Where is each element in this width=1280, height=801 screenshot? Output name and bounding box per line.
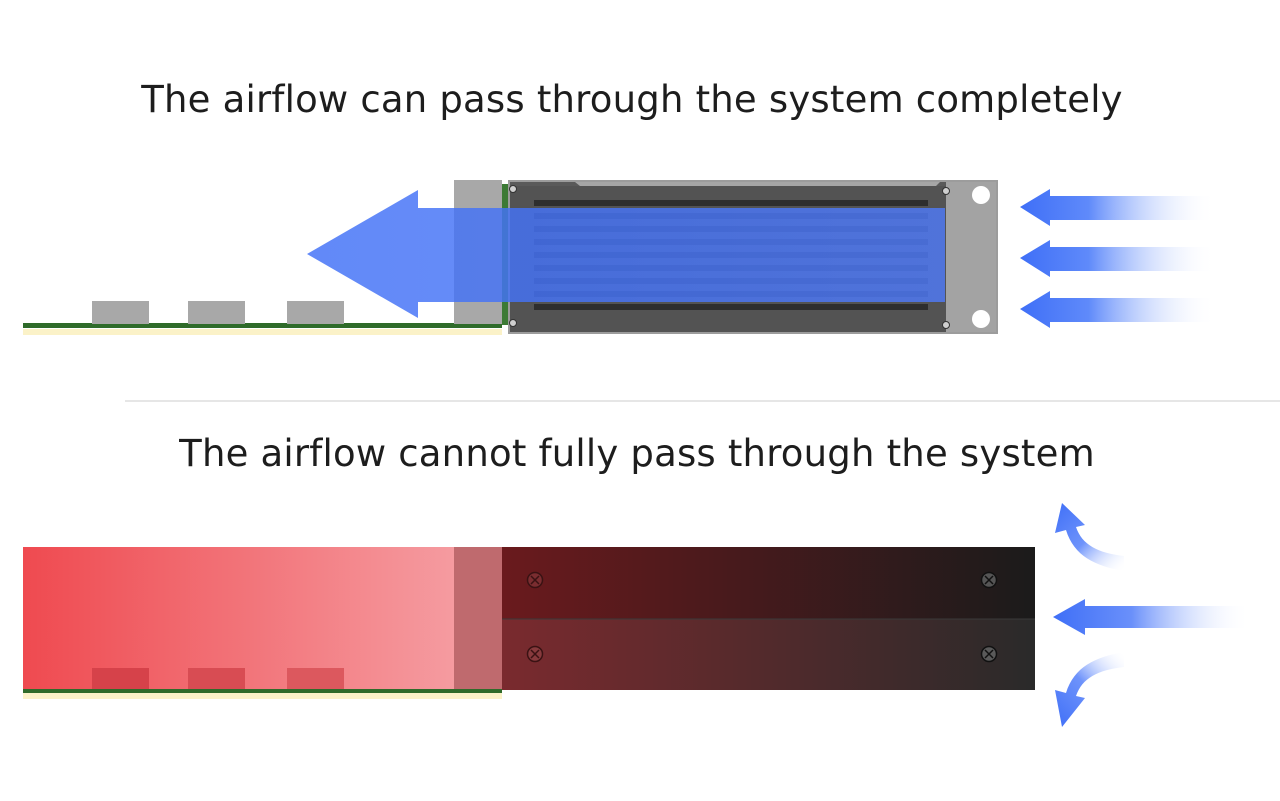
bottom-screw-1 [526,571,544,589]
top-pcb-trace [23,323,502,328]
top-mount-hole-2 [972,310,990,328]
top-chip-1 [92,301,149,324]
bottom-pcb-trace [23,689,502,693]
top-inflow-arrow-3 [1020,291,1216,328]
top-inflow-arrow-1 [1020,189,1216,226]
bottom-blocked-arrow [1053,599,1250,635]
bottom-heatsink [502,547,1035,690]
top-diagram-title: The airflow can pass through the system … [141,78,1123,121]
bottom-heat-zone [23,547,454,690]
bottom-connector-block [454,547,502,690]
bottom-chip-2 [188,668,245,690]
top-inflow-arrow-2 [1020,240,1216,277]
top-pcb-board [23,329,502,335]
top-chip-3 [287,301,344,324]
bottom-pcb-board [23,693,502,699]
top-mount-hole-1 [972,186,990,204]
top-outflow-arrow [307,190,945,318]
bottom-system [23,503,1250,727]
bottom-screw-2 [526,645,544,663]
top-system [23,180,1216,335]
bottom-screw-3 [980,571,998,589]
bottom-diagram-title: The airflow cannot fully pass through th… [179,432,1095,475]
bottom-deflect-up-arrow [1055,503,1124,571]
section-divider [125,400,1280,402]
top-chip-2 [188,301,245,324]
bottom-screw-4 [980,645,998,663]
bottom-deflect-down-arrow [1055,652,1124,727]
bottom-chip-3 [287,668,344,690]
bottom-chip-1 [92,668,149,690]
